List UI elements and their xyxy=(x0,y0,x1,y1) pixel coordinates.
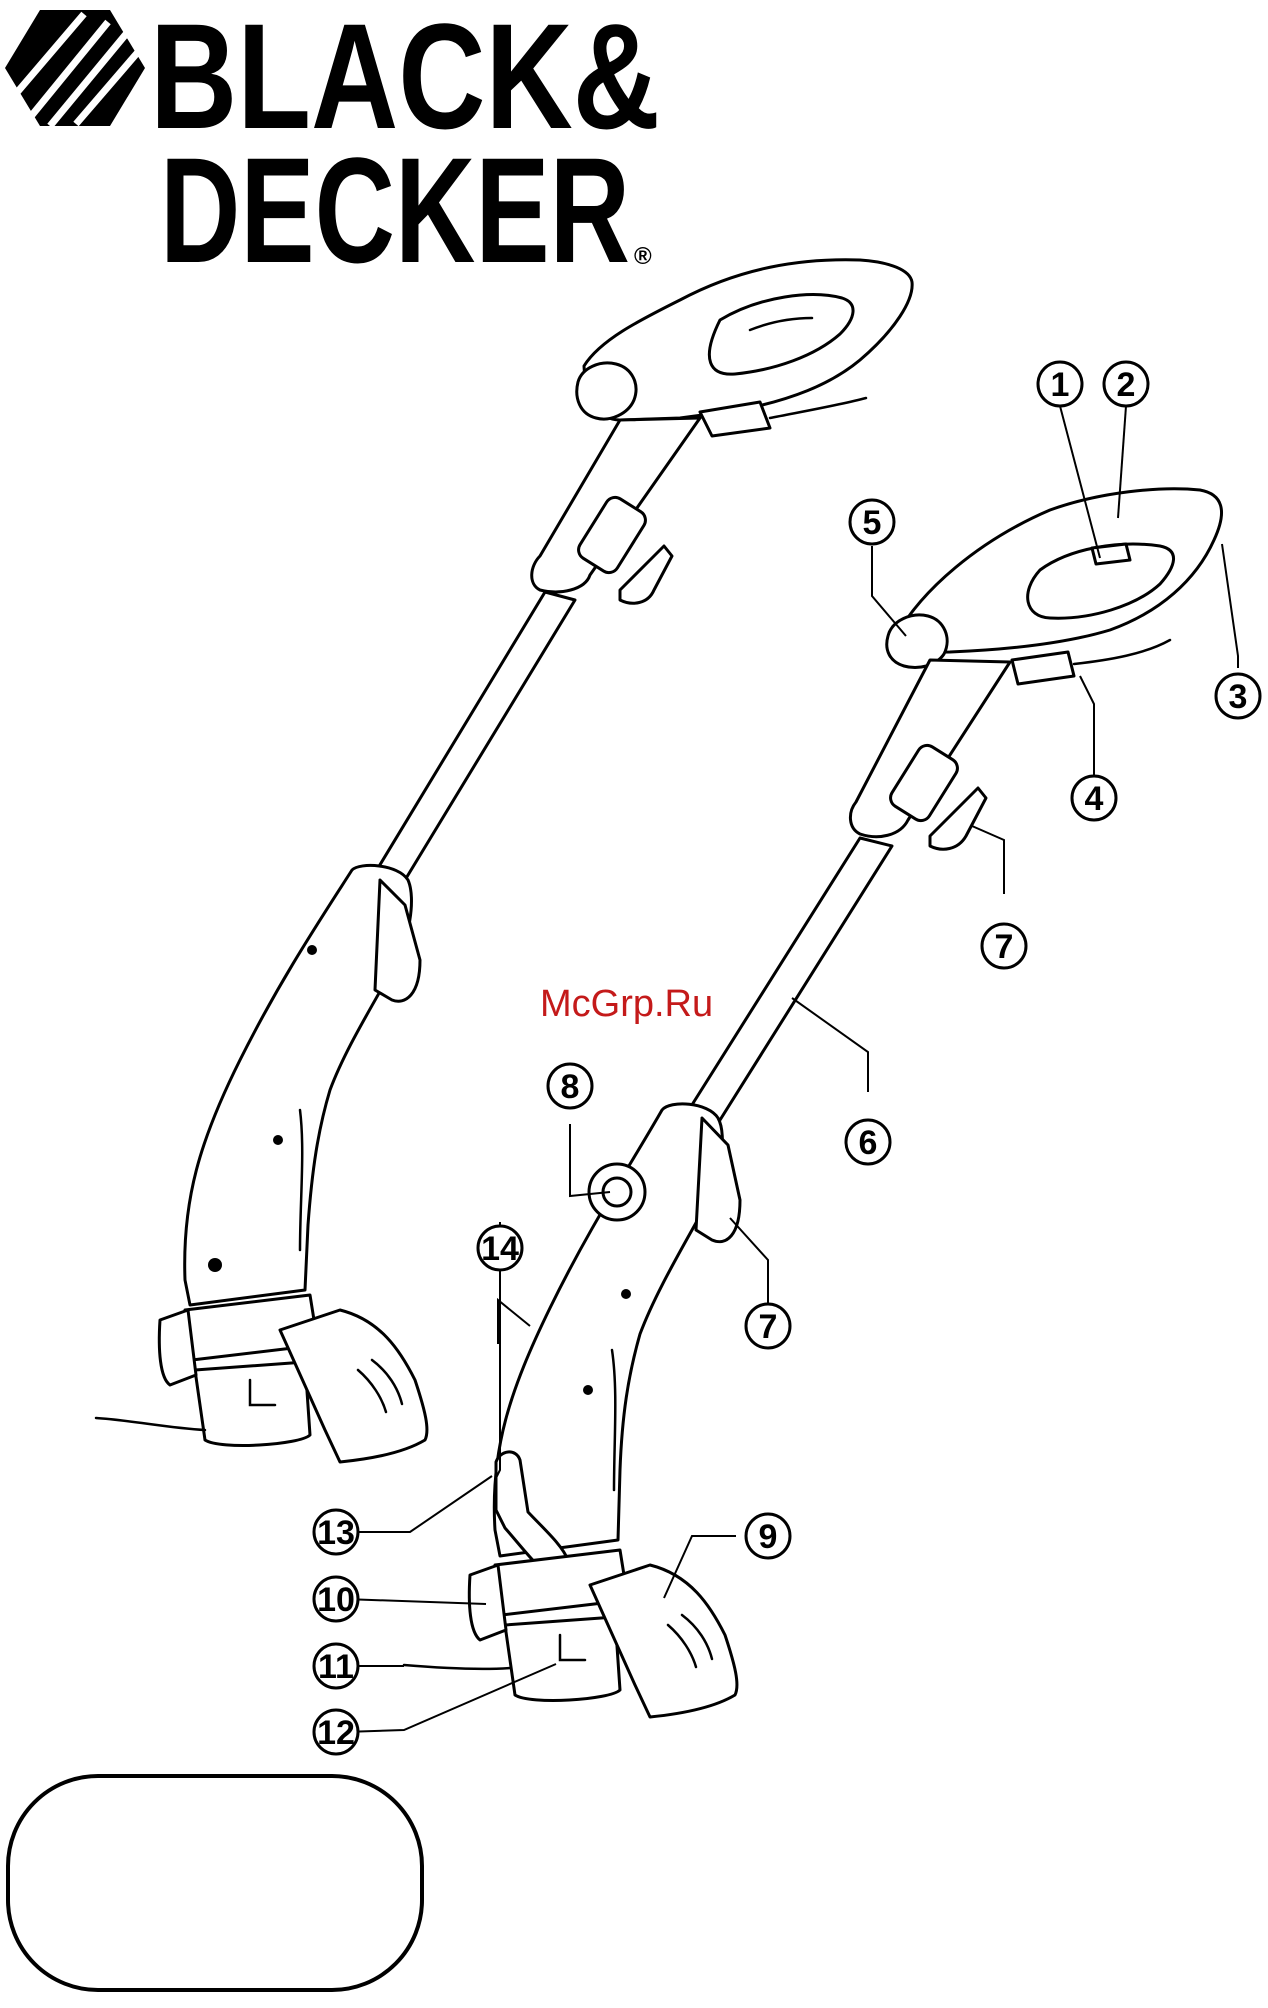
callout-14: 14 xyxy=(478,1226,522,1270)
callout-14-label: 14 xyxy=(481,1230,519,1268)
right-spool-housing xyxy=(505,1617,620,1700)
logo-hexagon-icon xyxy=(5,10,145,126)
empty-model-frame xyxy=(8,1776,422,1990)
logo-registered-mark: ® xyxy=(634,243,652,270)
callout-6-label: 6 xyxy=(859,1124,878,1162)
left-pole xyxy=(378,592,575,880)
brand-logo: BLACK& DECKER ® xyxy=(5,0,660,294)
callout-7b-label: 7 xyxy=(759,1308,778,1346)
left-handle-knob xyxy=(577,363,636,419)
callout-3: 3 xyxy=(1216,674,1260,718)
right-pole xyxy=(690,838,892,1120)
callout-3-label: 3 xyxy=(1229,678,1248,716)
callout-10-label: 10 xyxy=(317,1581,355,1619)
right-edge-guide-lever xyxy=(469,1565,506,1640)
trimmer-left-illustration xyxy=(96,260,912,1462)
callout-1: 1 xyxy=(1038,362,1082,406)
callout-7a-label: 7 xyxy=(995,928,1014,966)
callout-12-label: 12 xyxy=(317,1714,355,1752)
callout-12: 12 xyxy=(314,1710,358,1754)
callout-9: 9 xyxy=(746,1514,790,1558)
callout-1-label: 1 xyxy=(1051,366,1070,404)
callout-10: 10 xyxy=(314,1577,358,1621)
left-edge-guide xyxy=(159,1310,196,1385)
callout-8-label: 8 xyxy=(561,1068,580,1106)
right-switch xyxy=(1012,652,1074,684)
callout-4: 4 xyxy=(1072,776,1116,820)
callout-8: 8 xyxy=(548,1064,592,1108)
watermark-text: McGrp.Ru xyxy=(540,983,713,1025)
callout-7b: 7 xyxy=(746,1304,790,1348)
callout-13: 13 xyxy=(314,1476,492,1554)
callout-5-label: 5 xyxy=(863,504,882,542)
callout-6: 6 xyxy=(846,1120,890,1164)
left-lower-clip xyxy=(375,880,420,1001)
callout-11-label: 11 xyxy=(318,1648,354,1686)
callout-2: 2 xyxy=(1104,362,1148,406)
callout-7a: 7 xyxy=(982,924,1026,968)
callout-2-label: 2 xyxy=(1117,366,1136,404)
left-upper-clip xyxy=(620,546,672,603)
callout-5: 5 xyxy=(850,500,894,544)
logo-line-2: DECKER xyxy=(160,126,630,294)
callout-4-label: 4 xyxy=(1085,780,1104,818)
callout-9-label: 9 xyxy=(759,1518,778,1556)
callout-11: 11 xyxy=(314,1644,358,1688)
callout-13-label: 13 xyxy=(317,1514,355,1552)
left-spool-housing xyxy=(195,1362,310,1445)
